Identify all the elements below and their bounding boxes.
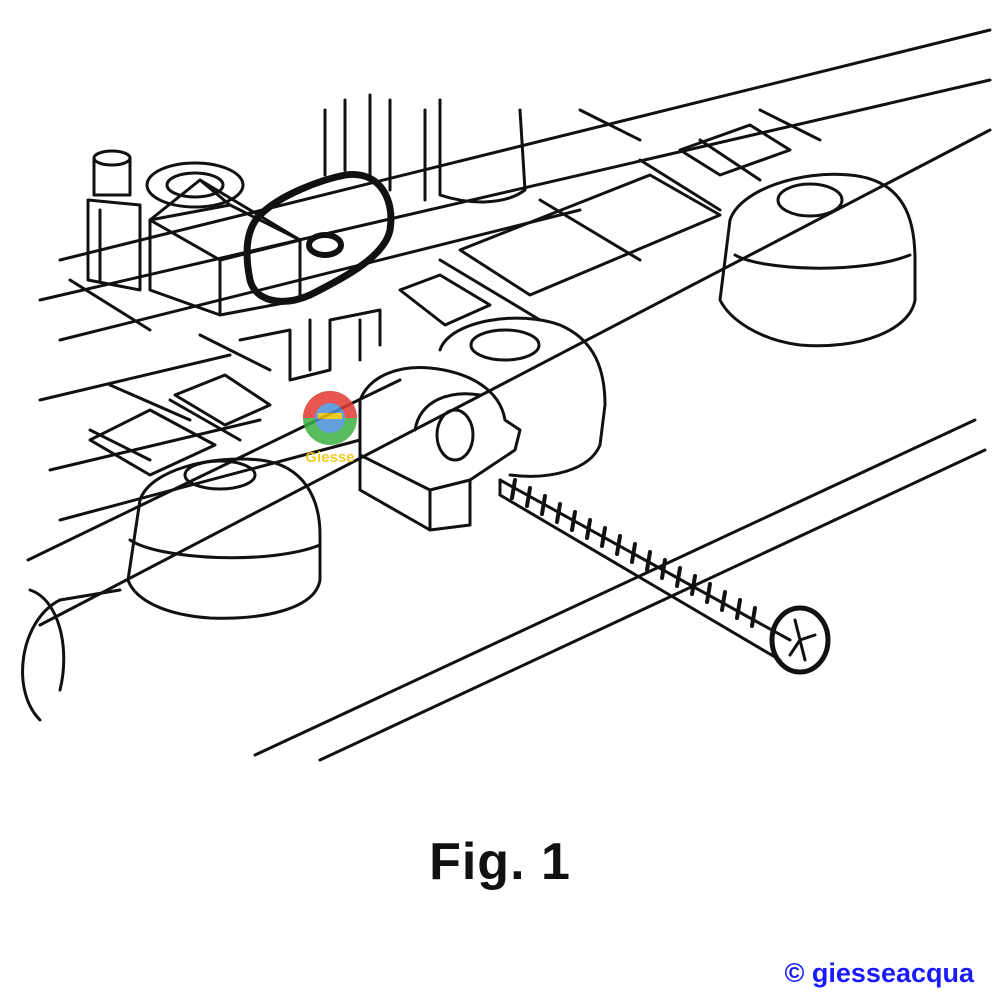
screw-thread	[510, 478, 757, 628]
copyright-text: giesseacqua	[811, 958, 974, 988]
gasket-seal	[243, 171, 395, 305]
giesse-logo: Giesse	[303, 391, 357, 466]
mounting-boss-right	[718, 172, 917, 348]
mounting-boss-left	[126, 457, 322, 620]
screw-receiver-block	[358, 365, 522, 532]
pin-post	[86, 149, 142, 292]
figure-caption: Fig. 1	[429, 833, 571, 891]
bracket-notches	[238, 308, 382, 382]
rods	[323, 93, 527, 204]
base-plate	[21, 128, 992, 762]
valve-body-grid	[38, 28, 992, 522]
screw-head	[769, 605, 831, 675]
copyright-symbol: ©	[784, 958, 805, 988]
screw	[498, 478, 792, 662]
washer-top	[145, 161, 245, 209]
mounting-boss-center	[438, 316, 607, 478]
pyramid-block	[148, 178, 302, 317]
copyright-notice: © giesseacqua	[784, 958, 974, 989]
gasket-hole	[306, 232, 344, 258]
left-edge-detail	[28, 588, 66, 692]
giesse-logo-text: Giesse	[305, 449, 354, 466]
